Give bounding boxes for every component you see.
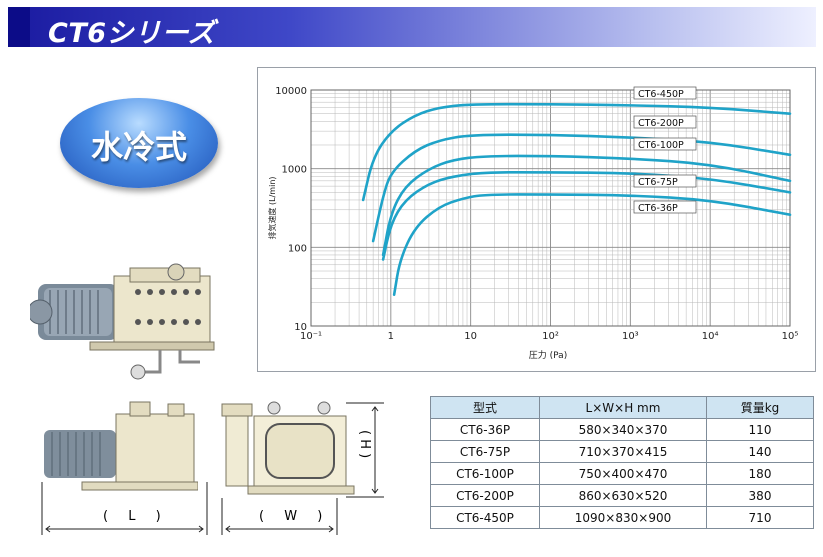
series-label-box bbox=[633, 137, 697, 151]
table-header-row: 型式 L×W×H mm 質量kg bbox=[430, 396, 814, 419]
series-line bbox=[361, 102, 792, 202]
x-tick-label: 10⁴ bbox=[702, 331, 719, 342]
series-label-box bbox=[633, 86, 697, 100]
series-label: CT6-36P bbox=[638, 203, 678, 214]
header-weight: 質量kg bbox=[706, 396, 814, 419]
table-row: CT6-36P 580×340×370 110 bbox=[430, 418, 814, 441]
x-tick-label: 1 bbox=[388, 331, 394, 342]
spec-table: 型式 L×W×H mm 質量kg CT6-36P 580×340×370 110… bbox=[430, 396, 814, 529]
x-tick-label: 10⁻¹ bbox=[300, 331, 322, 342]
series-label: CT6-100P bbox=[638, 140, 684, 151]
series-label-box bbox=[633, 115, 697, 129]
series-label: CT6-450P bbox=[638, 89, 684, 100]
series-label-box bbox=[633, 200, 697, 214]
series-label-box bbox=[633, 174, 697, 188]
x-axis-label: 圧力 (Pa) bbox=[529, 349, 567, 361]
series-line bbox=[381, 154, 792, 257]
cell-dimensions: 1090×830×900 bbox=[539, 506, 707, 529]
x-tick-label: 10³ bbox=[622, 331, 639, 342]
badge-label: 水冷式 bbox=[90, 128, 187, 166]
cell-model: CT6-75P bbox=[430, 440, 540, 463]
cell-dimensions: 710×370×415 bbox=[539, 440, 707, 463]
plot-area bbox=[310, 89, 791, 327]
cell-dimensions: 750×400×470 bbox=[539, 462, 707, 485]
cell-weight: 380 bbox=[706, 484, 814, 507]
series-line bbox=[371, 133, 792, 243]
x-tick-label: 10⁵ bbox=[782, 331, 799, 342]
performance-chart: 10⁻¹ 1 10 10² 10³ 10⁴ 10⁵ 10000 1000 100 10 圧力 (Pa)… bbox=[257, 67, 816, 372]
y-axis-label: 排気速度 (L/min) bbox=[267, 176, 277, 239]
y-tick-label: 10000 bbox=[275, 86, 307, 97]
header-model: 型式 bbox=[430, 396, 540, 419]
cell-weight: 180 bbox=[706, 462, 814, 485]
table-row: CT6-100P 750×400×470 180 bbox=[430, 462, 814, 485]
series-line bbox=[392, 193, 792, 296]
cell-model: CT6-100P bbox=[430, 462, 540, 485]
cell-weight: 110 bbox=[706, 418, 814, 441]
height-label: ( H ) bbox=[357, 430, 372, 459]
series-line bbox=[381, 170, 792, 261]
table-row: CT6-75P 710×370×415 140 bbox=[430, 440, 814, 463]
pump-side-view bbox=[221, 401, 355, 495]
page-title: CT6シリーズ bbox=[48, 18, 216, 49]
header-dimensions: L×W×H mm bbox=[539, 396, 707, 419]
table-row: CT6-200P 860×630×520 380 bbox=[430, 484, 814, 507]
length-label: ( L ) bbox=[103, 509, 169, 524]
table-row: CT6-450P 1090×830×900 710 bbox=[430, 506, 814, 529]
pump-photo-drawing bbox=[30, 263, 215, 380]
cell-model: CT6-450P bbox=[430, 506, 540, 529]
width-label: ( W ) bbox=[259, 509, 331, 524]
title-bar: CT6シリーズ bbox=[8, 7, 816, 49]
pump-front-view bbox=[44, 401, 198, 491]
x-tick-label: 10² bbox=[542, 331, 559, 342]
cell-weight: 710 bbox=[706, 506, 814, 529]
cell-dimensions: 580×340×370 bbox=[539, 418, 707, 441]
cell-model: CT6-36P bbox=[430, 418, 540, 441]
cell-weight: 140 bbox=[706, 440, 814, 463]
title-accent bbox=[8, 7, 30, 47]
series-label: CT6-75P bbox=[638, 177, 678, 188]
performance-chart-svg: 10⁻¹ 1 10 10² 10³ 10⁴ 10⁵ 10000 1000 100 10 圧力 (Pa)… bbox=[267, 86, 799, 361]
y-tick-label: 100 bbox=[288, 243, 307, 254]
y-tick-label: 10 bbox=[294, 322, 307, 333]
y-tick-label: 1000 bbox=[282, 165, 307, 176]
series-label: CT6-200P bbox=[638, 118, 684, 129]
cell-model: CT6-200P bbox=[430, 484, 540, 507]
cell-dimensions: 860×630×520 bbox=[539, 484, 707, 507]
cooling-type-badge: 水冷式 bbox=[60, 98, 218, 188]
x-tick-label: 10 bbox=[464, 331, 477, 342]
